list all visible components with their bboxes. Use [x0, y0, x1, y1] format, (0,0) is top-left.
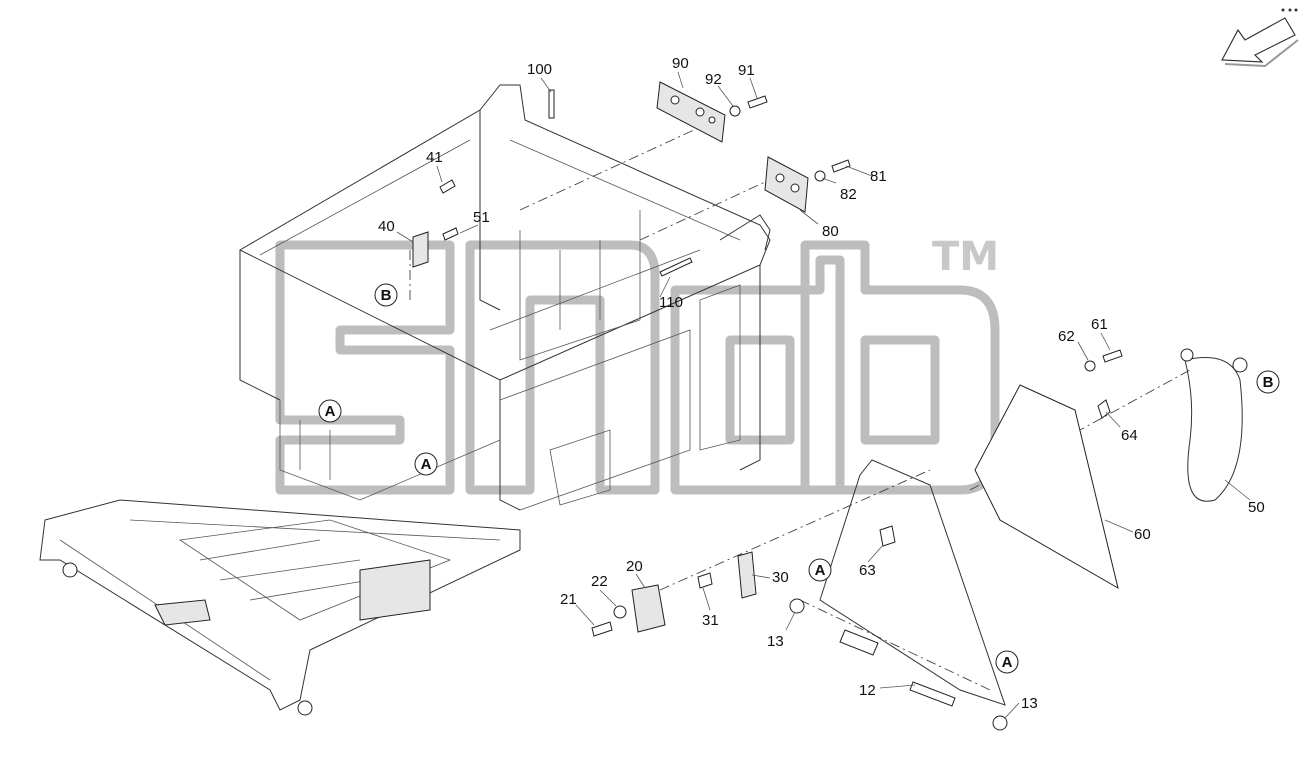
ref-a-3: A [808, 558, 832, 582]
callout-64: 64 [1121, 427, 1138, 444]
ref-a-4-text: A [1002, 654, 1013, 671]
main-frame [39, 84, 771, 716]
callout-63: 63 [859, 562, 876, 579]
ref-a-1: A [318, 399, 342, 423]
bolt-91 [747, 95, 768, 109]
ref-b-2: B [1256, 370, 1280, 394]
washer-22 [613, 605, 627, 619]
bolt-63 [879, 525, 896, 547]
callout-40: 40 [378, 218, 395, 235]
callout-51: 51 [473, 209, 490, 226]
callout-30: 30 [772, 569, 789, 586]
ref-a-3-text: A [815, 562, 826, 579]
callout-60: 60 [1134, 526, 1151, 543]
hardware [412, 89, 1123, 731]
callout-labels: 100 90 92 91 41 40 51 81 82 80 110 62 61… [378, 55, 1265, 712]
ref-b-1: B [374, 283, 398, 307]
nut-13a [789, 598, 805, 614]
callout-20: 20 [626, 558, 643, 575]
callout-21: 21 [560, 591, 577, 608]
bolt-12b [909, 681, 956, 707]
callout-92: 92 [705, 71, 722, 88]
bracket-40 [412, 231, 429, 268]
callout-50: 50 [1248, 499, 1265, 516]
pin-100 [548, 89, 555, 119]
panel-60 [974, 384, 1119, 590]
washer-92 [729, 105, 741, 117]
callout-82: 82 [840, 186, 857, 203]
callout-22: 22 [591, 573, 608, 590]
callout-91: 91 [738, 62, 755, 79]
watermark-logo: TM [275, 234, 1000, 495]
callout-61: 61 [1091, 316, 1108, 333]
bolt-31 [697, 572, 713, 589]
callout-12: 12 [859, 682, 876, 699]
guard-panel [819, 459, 1006, 706]
trademark-text: TM [932, 234, 999, 280]
bolt-61 [1102, 349, 1123, 363]
corner-arrow-icon[interactable] [1221, 8, 1299, 68]
plate-90 [656, 81, 726, 143]
bracket-20 [631, 584, 666, 633]
callout-81: 81 [870, 168, 887, 185]
cable-50 [1180, 348, 1248, 502]
callout-41: 41 [426, 149, 443, 166]
callout-13-b: 13 [1021, 695, 1038, 712]
nut-13b [992, 715, 1008, 731]
callout-31: 31 [702, 612, 719, 629]
washer-62 [1084, 360, 1096, 372]
bolt-51 [442, 227, 459, 241]
latch-30 [737, 551, 757, 599]
callout-62: 62 [1058, 328, 1075, 345]
ref-a-1-text: A [325, 403, 336, 420]
ref-b-1-text: B [381, 287, 392, 304]
ref-a-2: A [414, 452, 438, 476]
callout-110: 110 [659, 294, 683, 311]
plate-80 [764, 156, 809, 213]
bolt-41 [439, 179, 456, 194]
callout-80: 80 [822, 223, 839, 240]
bolt-12a [839, 629, 879, 656]
callout-13-a: 13 [767, 633, 784, 650]
ref-a-2-text: A [421, 456, 432, 473]
bolt-81 [831, 159, 851, 173]
ref-a-4: A [995, 650, 1019, 674]
ref-b-2-text: B [1263, 374, 1274, 391]
callout-90: 90 [672, 55, 689, 72]
callout-100: 100 [527, 61, 552, 78]
washer-82 [814, 170, 826, 182]
bolt-21 [591, 621, 613, 637]
clip-64 [1097, 399, 1111, 419]
rod-110 [659, 257, 693, 277]
leader-lines [396, 71, 1251, 719]
